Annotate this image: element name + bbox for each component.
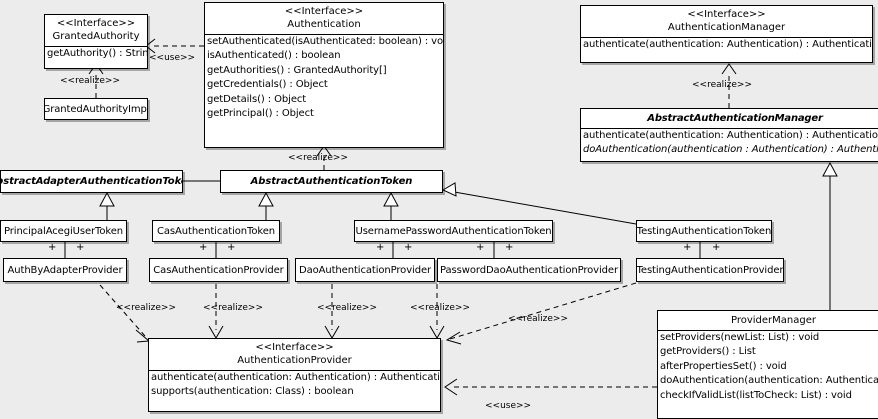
operation: checkIfValidList(listToCheck: List) : vo…	[660, 389, 852, 401]
stereotype-label: <<Interface>>	[56, 18, 136, 29]
class-name: AbstractAuthenticationManager	[647, 113, 823, 124]
operations-compartment: setAuthenticated(isAuthenticated: boolea…	[205, 35, 443, 121]
operation: getPrincipal() : Object	[207, 108, 314, 120]
edge-label-realize-abstractauthenticationmanager: <<realize>>	[692, 80, 752, 90]
association-marker: +	[48, 242, 57, 253]
class-name: PrincipalAcegiUserToken	[4, 225, 123, 237]
edge-label-realize-abstractauthenticationtoken: <<realize>>	[288, 153, 348, 163]
class-header: <<Interface>> Authentication	[205, 3, 443, 34]
association-marker: +	[376, 242, 385, 253]
class-name: CasAuthenticationProvider	[153, 264, 284, 276]
divider	[581, 37, 872, 38]
class-name: AuthenticationProvider	[237, 355, 352, 366]
class-name: TestingAuthenticationToken	[636, 225, 772, 237]
class-granted-authority[interactable]: <<Interface>> GrantedAuthority getAuthor…	[44, 14, 148, 69]
divider	[149, 370, 440, 371]
class-abstract-authentication-token[interactable]: AbstractAuthenticationToken	[220, 170, 443, 193]
class-name: AbstractAdapterAuthenticationToken	[1, 176, 182, 187]
class-header: <<Interface>> AuthenticationProvider	[149, 339, 440, 370]
operations-compartment: setProviders(newList: List) : void getPr…	[658, 331, 878, 403]
edge-label-realize-authbyadapter: <<realize>>	[116, 303, 176, 313]
operation: getAuthorities() : GrantedAuthority[]	[207, 64, 387, 76]
divider	[658, 330, 878, 331]
class-granted-authority-impl[interactable]: GrantedAuthorityImpl	[44, 98, 148, 120]
class-header: <<Interface>> GrantedAuthority	[45, 15, 147, 46]
operation-abstract: doAuthentication(authentication : Authen…	[583, 144, 878, 156]
class-testing-authentication-token[interactable]: TestingAuthenticationToken	[636, 220, 772, 242]
association-marker: +	[404, 242, 413, 253]
edge-label-realize-cas: <<realize>>	[203, 303, 263, 313]
edge-label-realize-dao: <<realize>>	[317, 303, 377, 313]
edge-label-realize-testing: <<realize>>	[508, 314, 568, 324]
class-name: CasAuthenticationToken	[157, 225, 275, 237]
edge-label-realize-passworddao: <<realize>>	[410, 303, 470, 313]
class-authentication-manager[interactable]: <<Interface>> AuthenticationManager auth…	[580, 5, 873, 63]
operation: authenticate(authentication: Authenticat…	[583, 39, 873, 50]
operation: authenticate(authentication: Authenticat…	[151, 372, 441, 383]
association-marker: +	[199, 242, 208, 253]
association-marker: +	[76, 242, 85, 253]
class-provider-manager[interactable]: ProviderManager setProviders(newList: Li…	[657, 310, 878, 419]
class-auth-by-adapter-provider[interactable]: AuthByAdapterProvider	[3, 258, 127, 282]
operations-compartment: getAuthority() : String	[45, 47, 147, 61]
association-marker: +	[712, 242, 721, 253]
class-name: ProviderManager	[730, 315, 816, 326]
association-marker: +	[476, 242, 485, 253]
class-header: AbstractAuthenticationManager	[581, 109, 878, 128]
divider	[581, 128, 878, 129]
operation: isAuthenticated() : boolean	[207, 50, 341, 62]
stereotype-label: <<Interface>>	[255, 342, 334, 353]
stereotype-label: <<Interface>>	[284, 6, 364, 17]
operation: getProviders() : List	[660, 346, 756, 358]
class-name: AbstractAuthenticationToken	[250, 176, 413, 187]
operations-compartment: authenticate(authentication: Authenticat…	[149, 371, 440, 400]
class-name: TestingAuthenticationProvider	[636, 264, 784, 276]
class-name: Authentication	[287, 19, 361, 30]
operations-compartment: authenticate(authentication: Authenticat…	[581, 129, 878, 158]
class-name: AuthByAdapterProvider	[7, 264, 123, 276]
association-marker: +	[505, 242, 514, 253]
divider	[205, 34, 443, 35]
class-password-dao-authentication-provider[interactable]: PasswordDaoAuthenticationProvider	[437, 258, 621, 282]
edge-label-realize-grantedauthorityimpl: <<realize>>	[60, 76, 120, 86]
operation: getCredentials() : Object	[207, 79, 328, 91]
class-header: <<Interface>> AuthenticationManager	[581, 6, 872, 37]
class-abstract-authentication-manager[interactable]: AbstractAuthenticationManager authentica…	[580, 108, 878, 162]
edge-label-use-providermanager: <<use>>	[485, 401, 532, 411]
operation: afterPropertiesSet() : void	[660, 360, 787, 372]
divider	[45, 46, 147, 47]
operation: doAuthentication(authentication: Authent…	[660, 375, 878, 387]
class-header: ProviderManager	[658, 311, 878, 330]
class-name: GrantedAuthorityImpl	[44, 103, 148, 115]
class-cas-authentication-provider[interactable]: CasAuthenticationProvider	[149, 258, 288, 282]
stereotype-label: <<Interface>>	[687, 9, 766, 20]
operation: getAuthority() : String	[47, 48, 148, 59]
association-marker: +	[227, 242, 236, 253]
association-marker: +	[683, 242, 692, 253]
class-authentication[interactable]: <<Interface>> Authentication setAuthenti…	[204, 2, 444, 148]
operation: setProviders(newList: List) : void	[660, 332, 820, 343]
class-name: AuthenticationManager	[667, 22, 786, 33]
class-username-password-authentication-token[interactable]: UsernamePasswordAuthenticationToken	[354, 220, 553, 242]
class-name: GrantedAuthority	[52, 31, 140, 42]
operation: getDetails() : Object	[207, 93, 307, 105]
class-cas-authentication-token[interactable]: CasAuthenticationToken	[152, 220, 280, 242]
class-dao-authentication-provider[interactable]: DaoAuthenticationProvider	[295, 258, 435, 282]
class-authentication-provider[interactable]: <<Interface>> AuthenticationProvider aut…	[148, 338, 441, 412]
class-name: DaoAuthenticationProvider	[298, 264, 432, 276]
operation: supports(authentication: Class) : boolea…	[151, 386, 354, 398]
class-principal-acegi-user-token[interactable]: PrincipalAcegiUserToken	[0, 220, 127, 242]
class-abstract-adapter-authentication-token[interactable]: AbstractAdapterAuthenticationToken	[0, 170, 183, 193]
operations-compartment: authenticate(authentication: Authenticat…	[581, 38, 872, 52]
operation: authenticate(authentication: Authenticat…	[583, 130, 878, 141]
class-name: PasswordDaoAuthenticationProvider	[440, 264, 618, 276]
edge-label-use-authentication-grantedauthority: <<use>>	[149, 53, 196, 63]
class-testing-authentication-provider[interactable]: TestingAuthenticationProvider	[636, 258, 784, 282]
class-name: UsernamePasswordAuthenticationToken	[355, 225, 552, 237]
operation: setAuthenticated(isAuthenticated: boolea…	[207, 36, 444, 47]
